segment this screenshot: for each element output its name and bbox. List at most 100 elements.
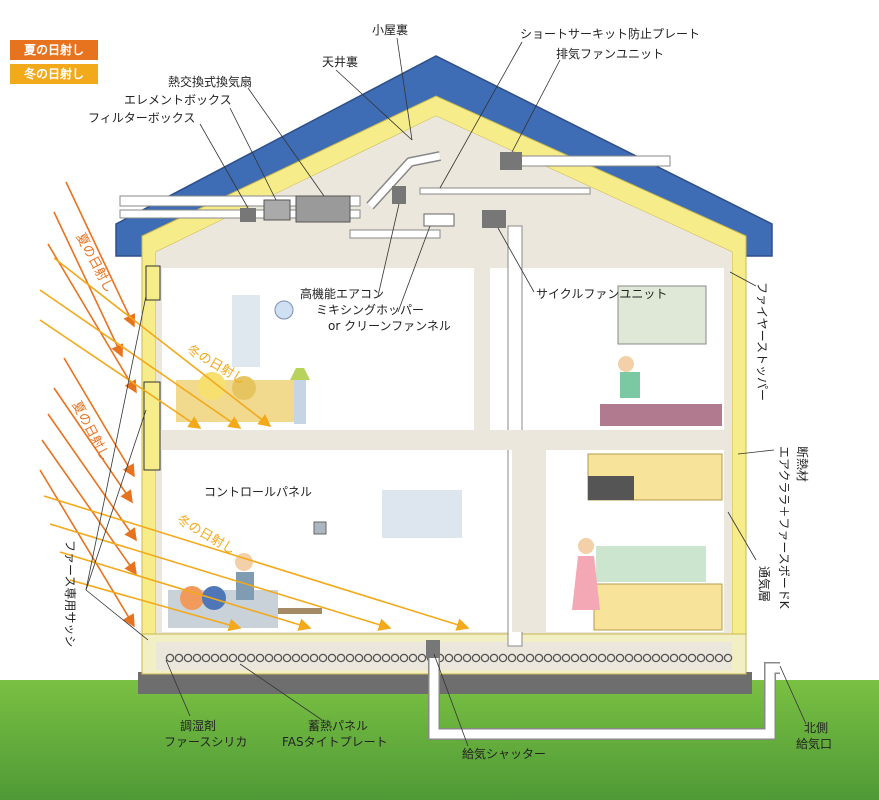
lamp: [294, 380, 306, 424]
heat-tube: [552, 653, 562, 663]
heat-tube: [246, 653, 256, 663]
heat-tube: [588, 653, 598, 663]
heat-tube: [255, 653, 265, 663]
duct-vertical-2: [474, 268, 490, 430]
heat-tube: [318, 653, 328, 663]
winter-ray: [49, 523, 392, 631]
heat-tube: [561, 653, 571, 663]
heat-tube: [669, 653, 679, 663]
heat-tube: [408, 653, 418, 663]
kitchen-tiles: [596, 546, 706, 582]
winter-ray: [39, 319, 202, 429]
heat-tube: [219, 653, 229, 663]
heat-tube: [723, 653, 733, 663]
winter-ray: [59, 551, 312, 631]
heat-tube: [615, 653, 625, 663]
heat-tube: [237, 653, 247, 663]
label-short-circuit-plate: ショートサーキット防止プレート: [520, 26, 700, 41]
window-lower-left: [382, 490, 462, 538]
heat-tube: [516, 653, 526, 663]
heat-tube: [651, 653, 661, 663]
summer-ray: [41, 439, 137, 576]
heat-tube: [174, 653, 184, 663]
label-mixing-hopper-2: or クリーンファンネル: [328, 319, 451, 333]
winter-ray: [43, 495, 470, 631]
heat-tube: [705, 653, 715, 663]
heat-tube: [714, 653, 724, 663]
winter-ray: [53, 257, 272, 427]
label-fire-stopper: ファイヤーストッパー: [755, 282, 769, 401]
person-reading: [618, 356, 634, 372]
label-north-intake-1: 北側: [804, 721, 828, 735]
heat-tube: [498, 653, 508, 663]
label-ceiling-space: 天井裏: [322, 54, 358, 69]
kitchen-counter: [593, 583, 723, 631]
heat-tube: [642, 653, 652, 663]
label-north-intake-2: 給気口: [796, 736, 832, 751]
heat-tube: [624, 653, 634, 663]
label-insulation-1: 断熱材: [795, 446, 810, 482]
person-cooking: [578, 538, 594, 554]
heat-tube: [273, 653, 283, 663]
winter-ray: [39, 289, 242, 429]
heat-storage-panels: [165, 653, 733, 663]
label-supply-shutter: 給気シャッター: [462, 746, 546, 761]
label-sash: ファース専用サッシ: [63, 540, 77, 647]
label-heat-panel-1: 蓄熱パネル: [308, 719, 368, 733]
heat-tube: [327, 653, 337, 663]
heat-tube: [282, 653, 292, 663]
heat-tube: [480, 653, 490, 663]
heat-tube: [489, 653, 499, 663]
heat-tube: [192, 653, 202, 663]
heat-tube: [390, 653, 400, 663]
heat-tube: [201, 653, 211, 663]
heat-tube: [210, 653, 220, 663]
label-humidity-2: ファースシリカ: [164, 735, 247, 749]
label-insulation-2: エアクララ＋ファースボードK: [777, 446, 791, 610]
heat-tube: [687, 653, 697, 663]
winter-ray: [69, 579, 242, 632]
label-filter-box: フィルターボックス: [88, 111, 195, 125]
heat-tube: [543, 653, 553, 663]
heat-tube: [444, 653, 454, 663]
label-element-box: エレメントボックス: [124, 93, 232, 107]
exhaust-fan-unit: [500, 152, 522, 170]
heat-tube: [678, 653, 688, 663]
window-upper-right: [617, 285, 707, 345]
label-heat-panel-2: FASタイトプレート: [282, 735, 388, 749]
heat-tube: [696, 653, 706, 663]
heat-tube: [336, 653, 346, 663]
heat-tube: [570, 653, 580, 663]
sash-upper: [143, 381, 161, 471]
cycle-fan-unit: [482, 210, 506, 228]
legend-summer: 夏の日射し: [10, 40, 98, 60]
summer-ray: [63, 357, 135, 478]
summer-ray: [39, 469, 135, 628]
label-summer-sun-upper: 夏の日射し: [72, 230, 117, 295]
heat-tube: [597, 653, 607, 663]
heat-tube: [525, 653, 535, 663]
label-humidity-1: 調湿剤: [180, 718, 216, 733]
heat-tube: [453, 653, 463, 663]
heat-tube: [462, 653, 472, 663]
label-exhaust-fan-unit: 排気ファンユニット: [556, 46, 664, 61]
summer-ray: [47, 243, 137, 394]
heat-tube: [264, 653, 274, 663]
heat-tube: [633, 653, 643, 663]
heat-tube: [345, 653, 355, 663]
filter-box: [240, 208, 256, 222]
label-aircon: 高機能エアコン: [300, 286, 384, 301]
heat-tube: [399, 653, 409, 663]
duct-attic-top: [519, 155, 671, 167]
heat-tube: [417, 653, 427, 663]
heat-tube: [165, 653, 175, 663]
element-box: [263, 199, 291, 221]
heat-tube: [372, 653, 382, 663]
label-control-panel: コントロールパネル: [204, 485, 312, 499]
label-cycle-fan-unit: サイクルファンユニット: [536, 287, 667, 301]
heat-tube: [309, 653, 319, 663]
label-heat-exchange-fan: 熱交換式換気扇: [168, 74, 252, 89]
clock: [274, 300, 294, 320]
supply-shutter: [426, 640, 440, 658]
